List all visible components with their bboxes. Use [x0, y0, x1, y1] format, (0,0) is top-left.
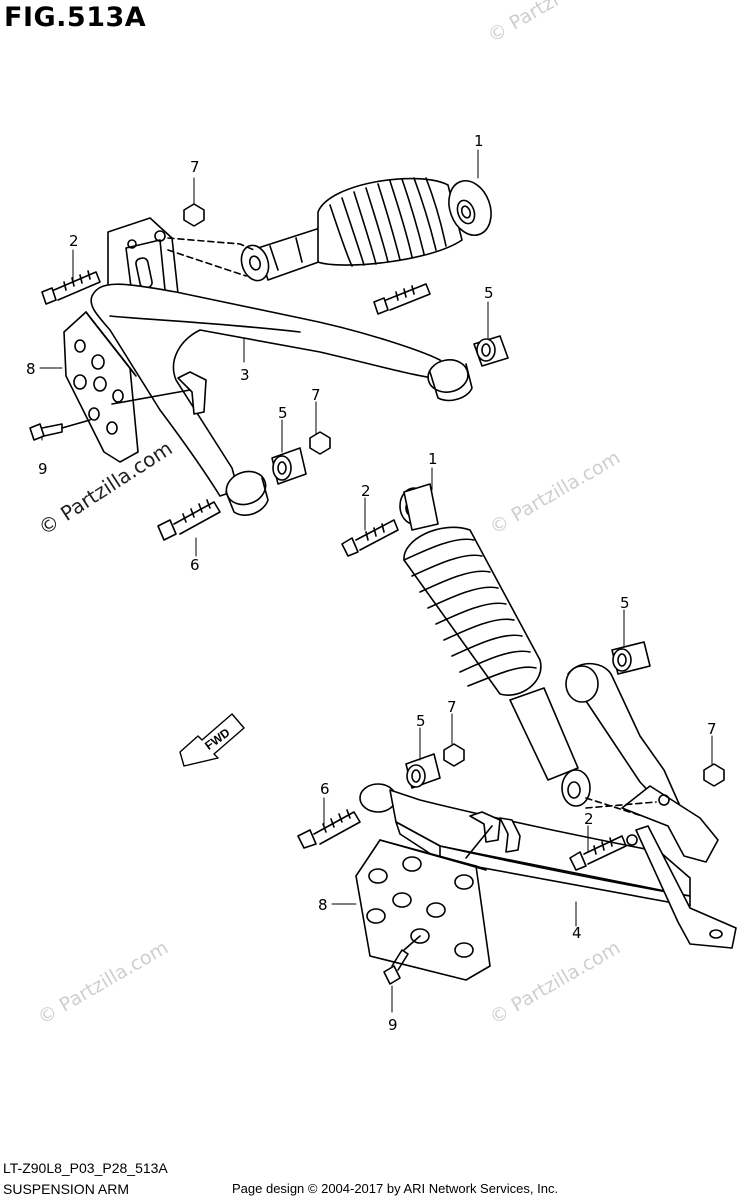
callout-6-lower: 6 [320, 780, 330, 798]
leader-tab-lower [465, 825, 493, 859]
callout-2-lower-a: 2 [361, 482, 371, 500]
bolt-6-lower [297, 809, 361, 849]
callout-8-lower: 8 [318, 896, 328, 914]
footrest-upper [63, 311, 139, 463]
screw-9-upper [29, 423, 63, 441]
callout-8-upper: 8 [26, 360, 36, 378]
callout-2-lower-b: 2 [584, 810, 594, 828]
callout-5-lower-b: 5 [416, 712, 426, 730]
nut-7-lower-b [703, 763, 725, 787]
figure-title: FIG.513A [4, 2, 147, 33]
footrest-lower [355, 839, 491, 981]
figure-caption: SUSPENSION ARM [3, 1181, 130, 1197]
bolt-6-upper [157, 499, 221, 541]
shock-absorber-lower [399, 483, 591, 807]
bushing-5-lower-b [611, 641, 651, 675]
callout-7-lower-a: 7 [447, 698, 457, 716]
callout-4: 4 [572, 924, 582, 942]
callout-5-lower-a: 5 [620, 594, 630, 612]
callout-5-upper-a: 5 [484, 284, 494, 302]
leader-screw-lower [403, 935, 421, 951]
callout-1-lower: 1 [428, 450, 438, 468]
bolt-2-lower-b [569, 835, 627, 871]
bolt-2-upper [41, 270, 101, 305]
copyright-credit: Page design © 2004-2017 by ARI Network S… [232, 1181, 559, 1196]
figure-code: LT-Z90L8_P03_P28_513A [3, 1160, 168, 1176]
callout-3: 3 [240, 366, 250, 384]
leader-tab-upper [111, 389, 191, 405]
callout-1-upper: 1 [474, 132, 484, 150]
bushing-5-lower-a [405, 753, 441, 789]
callout-9-upper: 9 [38, 460, 48, 478]
bolt-2-lower-a [341, 519, 399, 557]
screw-9-lower [383, 949, 409, 985]
callout-5-upper-b: 5 [278, 404, 288, 422]
callout-7-upper-a: 7 [190, 158, 200, 176]
suspension-arm-4 [359, 662, 737, 949]
nut-7-upper-b [309, 431, 331, 455]
callout-2-upper: 2 [69, 232, 79, 250]
leader-screw-upper [61, 419, 91, 429]
bushing-5-upper-a [473, 335, 509, 367]
bushing-5-upper-b [271, 447, 307, 485]
nut-7-upper-a [183, 203, 205, 227]
arm-tab-upper [177, 371, 207, 415]
bolt-upper-shock [373, 283, 431, 315]
shock-absorber-upper [240, 177, 492, 282]
fwd-arrow: FWD [179, 713, 245, 767]
callout-6-upper: 6 [190, 556, 200, 574]
suspension-arm-3 [90, 283, 473, 516]
callout-9-lower: 9 [388, 1016, 398, 1034]
nut-7-lower-a [443, 743, 465, 767]
callout-7-lower-b: 7 [707, 720, 717, 738]
callout-7-upper-b: 7 [311, 386, 321, 404]
